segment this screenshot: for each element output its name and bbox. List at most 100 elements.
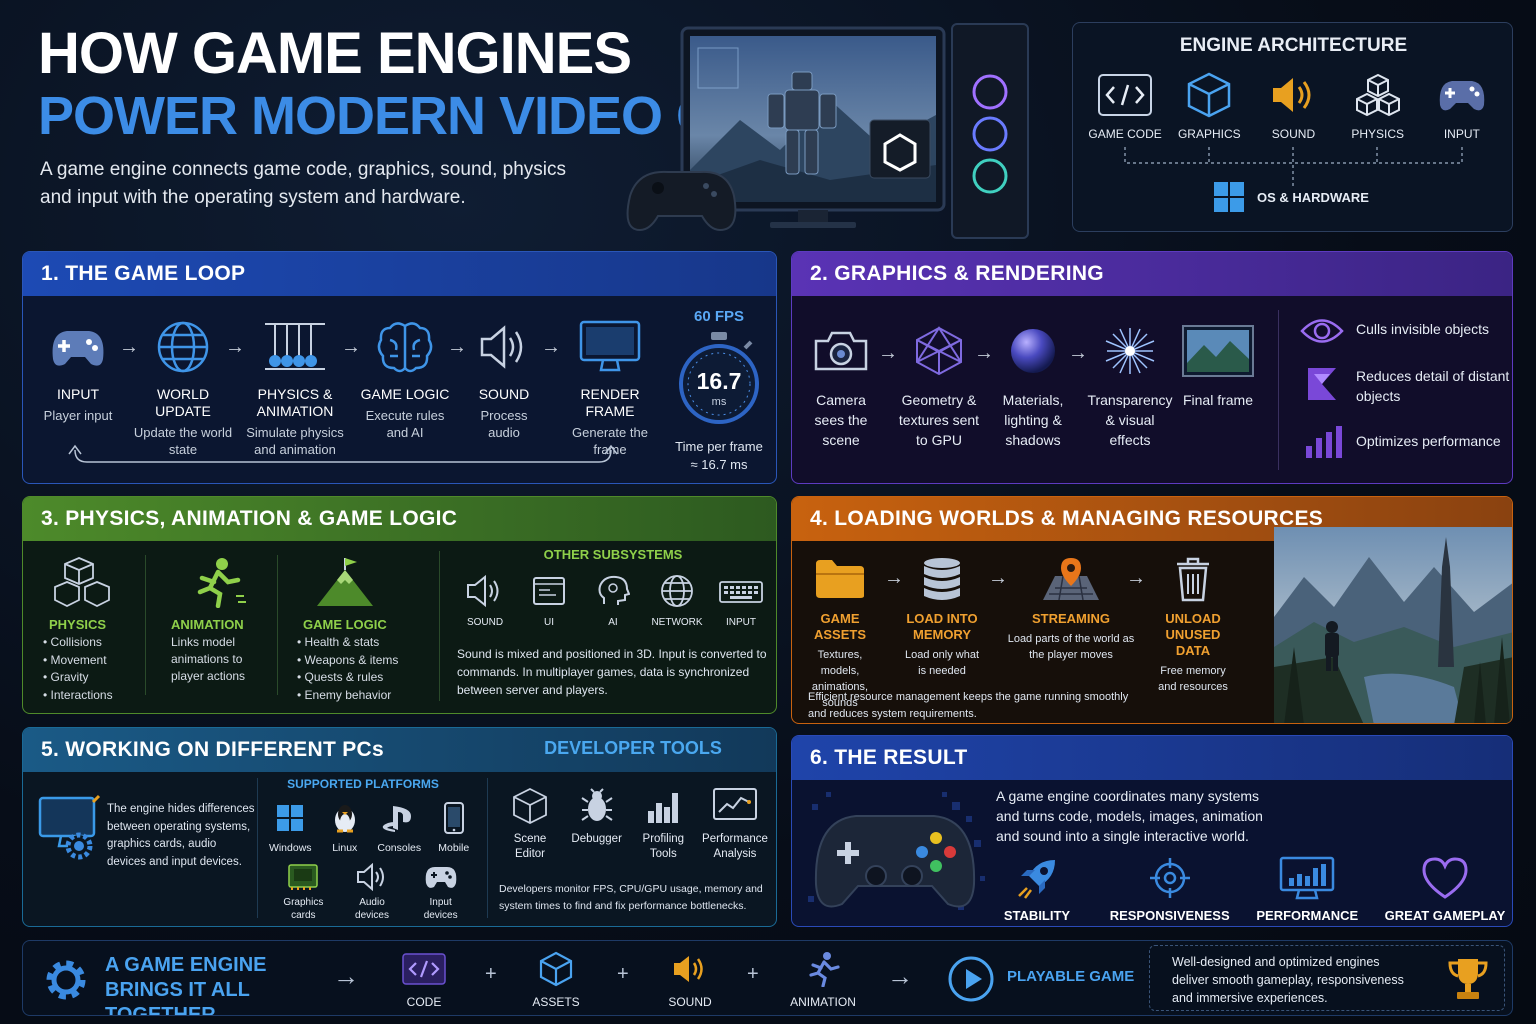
crosshair-icon	[1105, 856, 1235, 900]
architecture-connectors	[1124, 147, 1463, 187]
code-icon	[1085, 69, 1165, 121]
gfx-step-final-frame: Final frame	[1176, 325, 1260, 410]
result-gamepad-illustration	[802, 786, 992, 926]
graphics-title: 2. GRAPHICS & RENDERING	[792, 252, 1512, 296]
footer-note: Well-designed and optimized engines deli…	[1172, 955, 1404, 1005]
database-icon	[900, 555, 984, 603]
footer-note-box: Well-designed and optimized engines deli…	[1149, 945, 1505, 1011]
physics-list: Collisions Movement Gravity Interactions	[41, 634, 141, 704]
loop-step-title: SOUND	[478, 386, 530, 402]
loop-step-desc: Simulate physics and animation	[246, 425, 344, 457]
arrow-icon: →	[225, 336, 245, 358]
footer-title-line2: BRINGS IT ALL TOGETHER	[105, 979, 250, 1016]
engine-architecture-panel: ENGINE ARCHITECTURE GAME CODE GRAPHICS S…	[1072, 22, 1513, 232]
tool-scene-editor: Scene Editor	[497, 786, 563, 862]
platforms-title: 5. WORKING ON DIFFERENT PCs	[23, 728, 776, 772]
footer-item-label: ANIMATION	[790, 995, 856, 1009]
divider	[257, 778, 258, 918]
plus-icon: +	[617, 963, 629, 985]
result-title: 6. THE RESULT	[792, 736, 1512, 780]
game-logic-column: GAME LOGIC Health & stats Weapons & item…	[295, 555, 425, 704]
subsystem-label: NETWORK	[651, 617, 703, 628]
brain-icon	[359, 318, 451, 376]
speaker-icon	[1253, 69, 1333, 121]
speaker-icon	[653, 951, 727, 987]
footer-title: A GAME ENGINE BRINGS IT ALL TOGETHER	[105, 953, 345, 1016]
pendulum-icon	[243, 318, 347, 376]
footer-title-line1: A GAME ENGINE	[105, 954, 267, 976]
list-item: Enemy behavior	[297, 687, 425, 705]
tool-label: Performance Analysis	[702, 833, 768, 860]
fantasy-landscape-image	[1274, 527, 1512, 723]
device-label: Graphics cards	[283, 897, 324, 921]
result-desc: A game engine coordinates many systems a…	[996, 788, 1263, 844]
bar-chart-icon	[1306, 426, 1342, 458]
camera-icon	[802, 326, 880, 376]
loop-step-game-logic: GAME LOGIC Execute rules and AI	[359, 318, 451, 441]
loop-step-desc: Update the world state	[133, 425, 233, 457]
gfx-step-label: Materials, lighting & shadows	[1002, 392, 1064, 448]
logic-list: Health & stats Weapons & items Quests & …	[295, 634, 425, 704]
footer-item-label: ASSETS	[532, 995, 580, 1009]
arrow-icon: →	[541, 336, 561, 358]
result-items: STABILITY RESPONSIVENESS PERFORMANCE GRE…	[982, 856, 1510, 923]
game-loop-title: 1. THE GAME LOOP	[23, 252, 776, 296]
device-audio: Audio devices	[342, 862, 402, 922]
frame-time-unit: ms	[711, 396, 727, 408]
load-step-memory: LOAD INTO MEMORY Load only what is neede…	[900, 555, 984, 679]
platform-label: Linux	[332, 842, 358, 854]
monitor-chart-icon	[1247, 856, 1367, 900]
cube-icon	[1169, 69, 1249, 121]
animation-column-title: ANIMATION	[171, 617, 244, 632]
gfx-step-label: Transparency & visual effects	[1087, 392, 1173, 448]
loop-step-desc: Generate the frame	[572, 425, 648, 457]
supported-platforms-title: SUPPORTED PLATFORMS	[287, 777, 439, 791]
architecture-title: ENGINE ARCHITECTURE	[1179, 35, 1408, 56]
arch-item-physics: PHYSICS	[1338, 69, 1418, 159]
result-item-performance: PERFORMANCE	[1247, 856, 1367, 923]
loop-step-render-frame: RENDER FRAME Generate the frame	[555, 318, 665, 458]
arrow-icon: →	[1068, 342, 1088, 364]
footer-item-animation: ANIMATION	[781, 951, 865, 1009]
arrow-icon: →	[341, 336, 361, 358]
gfx-step-label: Final frame	[1182, 392, 1254, 408]
boxes-icon	[1338, 69, 1418, 121]
platform-windows: Windows	[263, 802, 317, 854]
subsystem-label: SOUND	[466, 617, 504, 628]
tools-desc: Developers monitor FPS, CPU/GPU usage, m…	[499, 883, 763, 912]
loop-step-title: RENDER FRAME	[580, 386, 640, 419]
running-figure-icon	[781, 951, 865, 987]
footer-item-code: CODE	[387, 951, 461, 1009]
monitor-gear-icon	[37, 794, 103, 864]
map-pin-icon	[1006, 555, 1136, 603]
plus-icon: +	[485, 963, 497, 985]
window-icon	[517, 573, 581, 609]
arch-label-game-code: GAME CODE	[1088, 127, 1162, 141]
gamepad-icon	[411, 862, 471, 892]
loading-panel: 4. LOADING WORLDS & MANAGING RESOURCES G…	[791, 496, 1513, 724]
gfx-note-text: Culls invisible objects	[1356, 321, 1490, 337]
gfx-note-text: Reduces detail of distant objects	[1356, 368, 1510, 404]
gamepad-icon	[1422, 69, 1502, 121]
time-note-line2: ≈ 16.7 ms	[690, 457, 748, 472]
tool-profiling: Profiling Tools	[630, 786, 696, 862]
speaker-icon	[453, 573, 517, 609]
arch-item-input: INPUT	[1422, 69, 1502, 159]
footer-item-label: CODE	[406, 995, 442, 1009]
gfx-note-text: Optimizes performance	[1356, 433, 1501, 449]
globe-icon	[645, 573, 709, 609]
gfx-step-effects: Transparency & visual effects	[1084, 326, 1176, 450]
loop-step-desc: Process audio	[480, 408, 528, 440]
rocket-icon	[982, 856, 1092, 900]
heart-icon	[1380, 856, 1510, 900]
code-icon	[387, 951, 461, 987]
keyboard-icon	[709, 573, 773, 609]
platform-label: Mobile	[438, 842, 470, 854]
gfx-step-camera: Camera sees the scene	[802, 326, 880, 450]
arch-item-sound: SOUND	[1253, 69, 1333, 159]
globe-icon	[133, 318, 233, 376]
os-hardware: OS & HARDWARE	[1213, 181, 1369, 213]
loop-step-world-update: WORLD UPDATE Update the world state	[133, 318, 233, 458]
playable-game-label: PLAYABLE GAME	[1007, 968, 1135, 985]
gfx-step-geometry: Geometry & textures sent to GPU	[896, 326, 982, 450]
